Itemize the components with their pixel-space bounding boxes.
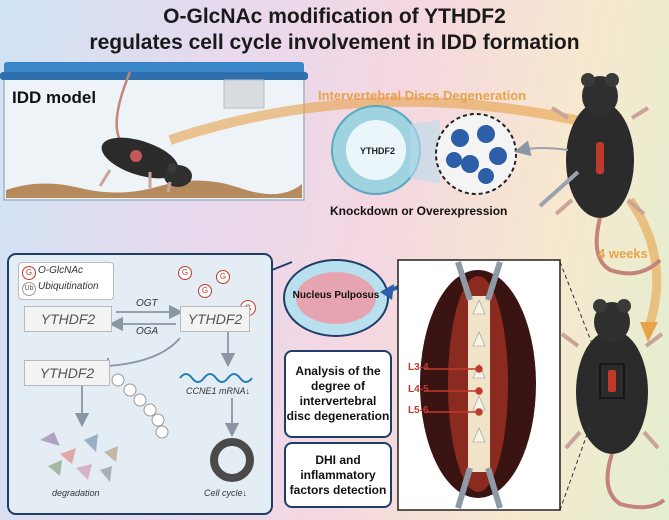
cell-cycle-ring [210,438,254,482]
ythdf2-ub-box: YTHDF2 [24,360,110,386]
legend-g-icon: G [22,266,36,280]
legend-ub-icon: Ub [22,282,36,296]
protein-clusters [446,125,507,184]
analysis-box: Analysis of the degree of intervertebral… [284,350,392,438]
zoom-beam [410,120,440,184]
injection-arrow [514,140,569,157]
zoom-lines [559,261,601,511]
panel-connector [271,261,293,271]
glcnac-bubble-2: G [198,284,212,298]
weeks-label: 4 weeks [598,246,648,261]
mouse-top-right [538,73,662,276]
vertebral-column [468,296,490,472]
mouse-bottom-right [560,299,666,510]
level-l3-4: L3-4 [408,362,429,373]
mouse-in-cage [98,71,192,193]
glcnac-bubble-3: G [216,270,230,284]
ogt-label: OGT [136,298,158,309]
degeneration-arrow [168,96,612,145]
knockdown-label: Knockdown or Overexpression [330,204,508,218]
glcnac-bubble-1: G [178,266,192,280]
oga-label: OGA [136,326,159,337]
idd-model-label: IDD model [12,88,97,107]
ythdf2-glyco-box: YTHDF2 [180,306,250,332]
mrna-wave [179,373,253,383]
title-line-1: O-GlcNAc modification of YTHDF2 [163,5,506,28]
dhi-box: DHI and inflammatory factors detection [284,442,392,508]
degeneration-label: Intervertebral Discs Degeneration [318,88,527,103]
virus-label: YTHDF2 [360,146,396,156]
ccne1-label: CCNE1 mRNA↓ [186,386,251,396]
level-l4-5: L4-5 [408,384,429,395]
degradation-fragments [40,432,118,482]
degradation-label: degradation [52,488,100,498]
nucleus-disc [283,259,389,337]
ythdf2-box: YTHDF2 [24,306,112,332]
legend-ub-text: Ubiquitination [38,281,99,292]
retractors [455,261,503,509]
weeks-arrowhead [640,322,658,342]
virus-particle [331,105,421,195]
ub-chain [111,373,169,439]
cell-cycle-label: Cell cycle↓ [204,488,248,498]
mouse-cage [0,62,308,201]
nucleus-label: Nucleus Pulposus [292,290,380,301]
disc-arrowhead [380,284,394,300]
level-l5-6: L5-6 [408,405,429,416]
title-line-2: regulates cell cycle involvement in IDD … [89,31,580,54]
legend-g-text: O-GlcNAc [38,265,83,276]
